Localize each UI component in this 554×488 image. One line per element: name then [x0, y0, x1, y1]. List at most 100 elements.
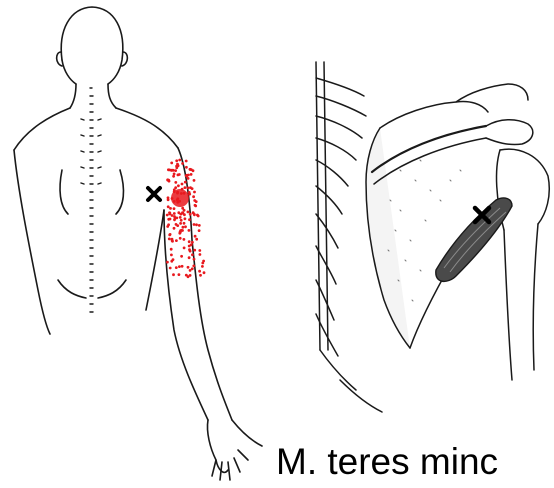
referral-dot — [173, 227, 176, 230]
referral-dot — [183, 238, 186, 241]
referral-dot — [198, 229, 201, 232]
referral-dot — [188, 240, 191, 243]
referral-dot — [188, 245, 191, 248]
referral-dot — [190, 173, 193, 176]
referral-dot — [192, 195, 195, 198]
referral-dot — [197, 215, 200, 218]
referral-dot — [178, 273, 181, 276]
referral-dot — [199, 274, 202, 277]
referral-dot — [174, 169, 177, 172]
teres-minor-muscle — [436, 198, 512, 281]
referral-dot — [170, 169, 173, 172]
referral-dot — [198, 270, 201, 273]
referral-dot — [178, 265, 181, 268]
referral-dot — [181, 207, 184, 210]
referral-dot — [193, 249, 196, 252]
referral-dot — [178, 200, 181, 203]
referral-dot — [175, 159, 178, 162]
referral-dot — [170, 162, 173, 165]
referral-dot — [169, 207, 172, 210]
referral-dot — [181, 162, 184, 165]
referral-dot — [195, 238, 198, 241]
referral-dot — [181, 183, 184, 186]
referral-dot — [180, 219, 183, 222]
referral-dot — [188, 191, 191, 194]
referral-dot — [187, 211, 190, 214]
referral-dot — [188, 248, 191, 251]
referral-dot — [177, 211, 180, 214]
referral-dot — [182, 226, 185, 229]
referral-dot — [184, 181, 187, 184]
referral-dot — [189, 269, 192, 272]
referral-dot — [181, 229, 184, 232]
referral-dot — [176, 192, 179, 195]
referral-dot — [178, 232, 181, 235]
referral-dot — [167, 205, 170, 208]
referral-dot — [172, 175, 175, 178]
referral-dot — [171, 214, 174, 217]
referral-dot — [167, 198, 170, 201]
referral-dot — [169, 218, 172, 221]
referral-dot — [179, 237, 182, 240]
referral-dot — [166, 261, 169, 264]
referral-dot — [191, 241, 194, 244]
referral-dot — [193, 191, 196, 194]
referral-dot — [189, 168, 192, 171]
referral-dot — [193, 258, 196, 261]
referral-dot — [169, 267, 172, 270]
referral-dot — [174, 181, 177, 184]
referral-dot — [198, 224, 201, 227]
back-body-illustration — [14, 7, 262, 480]
muscle-caption: M. teres minc — [276, 438, 498, 486]
referral-dot — [184, 217, 187, 220]
referral-dot — [173, 188, 176, 191]
referral-dot — [198, 249, 201, 252]
referral-dot — [180, 255, 183, 258]
referral-dot — [173, 212, 176, 215]
referral-dot — [179, 222, 182, 225]
referral-dot — [168, 212, 171, 215]
referral-dot — [168, 238, 171, 241]
referral-dot — [189, 213, 192, 216]
referral-dot — [193, 223, 196, 226]
referral-dot — [192, 169, 195, 172]
referral-dot — [185, 174, 188, 177]
referral-dot — [183, 192, 186, 195]
referral-dot — [171, 240, 174, 243]
referral-dot — [188, 218, 191, 221]
referral-dot — [202, 260, 205, 263]
referral-pain-pattern — [166, 159, 206, 279]
referral-dot — [173, 200, 176, 203]
spine-marks — [81, 88, 101, 312]
referral-dot — [175, 239, 178, 242]
referral-dot — [187, 187, 190, 190]
referral-dot — [187, 266, 190, 269]
referral-dot — [175, 217, 178, 220]
referral-dot — [185, 166, 188, 169]
referral-dot — [194, 204, 197, 207]
referral-dot — [181, 188, 184, 191]
referral-dot — [166, 214, 169, 217]
referral-dot — [171, 197, 174, 200]
referral-dot — [185, 160, 188, 163]
referral-dot — [192, 265, 195, 268]
referral-dot — [179, 216, 182, 219]
referral-dot — [184, 225, 187, 228]
referral-dot — [195, 200, 198, 203]
referral-dot — [203, 271, 206, 274]
referral-dot — [175, 223, 178, 226]
referral-dot — [195, 223, 198, 226]
referral-dot — [184, 186, 187, 189]
referral-dot — [178, 159, 181, 162]
referral-dot — [193, 179, 196, 182]
referral-dot — [183, 213, 186, 216]
referral-dot — [181, 265, 184, 268]
referral-dot — [183, 222, 186, 225]
referral-dot — [172, 258, 175, 261]
referral-dot — [185, 274, 188, 277]
referral-dot — [191, 253, 194, 256]
referral-dot — [201, 265, 204, 268]
x-mark-icon — [148, 188, 160, 200]
referral-dot — [189, 186, 192, 189]
